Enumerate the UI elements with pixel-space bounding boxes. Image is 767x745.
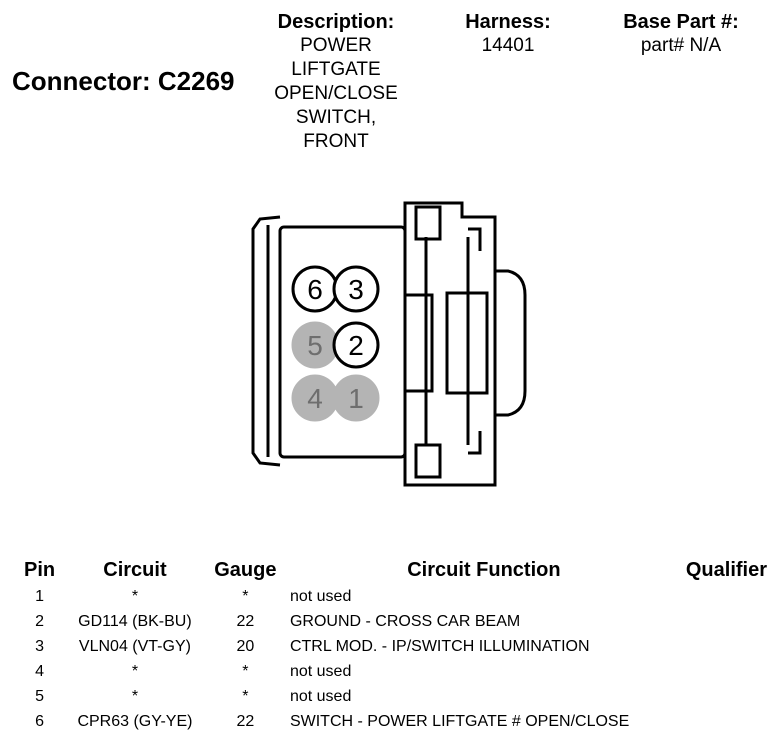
cell-gauge: * xyxy=(242,588,249,605)
pin-number-label: 5 xyxy=(307,330,323,361)
pin-cavity xyxy=(332,374,380,422)
cell-function: not used xyxy=(289,688,352,705)
cell-pin: 3 xyxy=(35,638,45,655)
description-line: LIFTGATE xyxy=(291,59,381,80)
pin-number-label: 4 xyxy=(307,383,323,414)
cell-circuit: CPR63 (GY-YE) xyxy=(77,713,193,730)
cell-qualifier xyxy=(686,584,767,609)
cell-pin: 1 xyxy=(35,588,45,605)
cell-function: SWITCH - POWER LIFTGATE # OPEN/CLOSE xyxy=(289,713,630,730)
harness-label: Harness: xyxy=(465,11,551,33)
table-header-row: Pin Circuit Gauge Circuit Function Quali… xyxy=(18,556,767,584)
harness-block: Harness: 14401 xyxy=(448,10,568,58)
cell-qualifier xyxy=(686,659,767,684)
pin-number-label: 3 xyxy=(348,274,364,305)
pin-number-label: 6 xyxy=(307,274,323,305)
cell-function: GROUND - CROSS CAR BEAM xyxy=(289,613,521,630)
cell-function: CTRL MOD. - IP/SWITCH ILLUMINATION xyxy=(289,638,590,655)
cell-function: not used xyxy=(289,588,352,605)
cell-qualifier xyxy=(686,684,767,709)
cell-gauge: * xyxy=(242,663,249,680)
pin-cavity xyxy=(332,265,380,313)
cell-qualifier xyxy=(686,634,767,659)
cell-circuit: VLN04 (VT-GY) xyxy=(78,638,191,655)
table-row: 6 CPR63 (GY-YE) 22 SWITCH - POWER LIFTGATE … xyxy=(18,709,767,734)
cell-qualifier xyxy=(686,709,767,734)
cell-pin: 5 xyxy=(35,688,45,705)
table-row: 5 * * not used xyxy=(18,684,767,709)
description-line: OPEN/CLOSE xyxy=(274,83,398,104)
cell-pin: 4 xyxy=(35,663,45,680)
connector-title: Connector: C2269 xyxy=(12,66,235,96)
cell-circuit: * xyxy=(131,588,139,605)
column-header-pin: Pin xyxy=(24,559,56,581)
column-header-gauge: Gauge xyxy=(214,559,277,581)
table-row: 3 VLN04 (VT-GY) 20 CTRL MOD. - IP/SWITCH IL… xyxy=(18,634,767,659)
pinout-rows: 1 * * not used 2 GD114 (BK-BU) 22 GROUND - CROS… xyxy=(18,584,767,734)
cell-pin: 6 xyxy=(35,713,45,730)
cell-gauge: * xyxy=(242,688,249,705)
table-row: 2 GD114 (BK-BU) 22 GROUND - CROSS CAR BEAM xyxy=(18,609,767,634)
column-header-qualifier: Qualifier xyxy=(685,559,767,581)
cell-circuit: * xyxy=(131,688,139,705)
description-line: FRONT xyxy=(303,131,369,152)
base-part-value: part# N/A xyxy=(640,35,722,56)
harness-value: 14401 xyxy=(481,35,535,56)
cell-circuit: GD114 (BK-BU) xyxy=(78,613,192,630)
connector-housing xyxy=(251,201,527,487)
base-part-block: Base Part #: part# N/A xyxy=(605,10,757,58)
column-header-circuit: Circuit xyxy=(103,559,167,581)
base-part-label: Base Part #: xyxy=(623,11,739,33)
cell-gauge: 20 xyxy=(236,638,255,655)
pin-number-label: 1 xyxy=(348,383,364,414)
table-row: 1 * * not used xyxy=(18,584,767,609)
pin-cavity xyxy=(332,321,380,369)
pin-number-label: 2 xyxy=(348,330,364,361)
pinout-table: Pin Circuit Gauge Circuit Function Quali… xyxy=(18,556,767,734)
description-line: SWITCH, xyxy=(295,107,377,128)
column-header-function: Circuit Function xyxy=(407,559,561,581)
description-line: POWER xyxy=(300,35,372,56)
description-block: Description: POWER LIFTGATE OPEN/CLOSE S… xyxy=(256,10,416,154)
cell-gauge: 22 xyxy=(236,613,255,630)
cell-pin: 2 xyxy=(35,613,45,630)
cell-function: not used xyxy=(289,663,352,680)
description-label: Description: xyxy=(277,11,395,33)
cell-gauge: 22 xyxy=(236,713,255,730)
cell-circuit: * xyxy=(131,663,139,680)
cell-qualifier xyxy=(686,609,767,634)
table-row: 4 * * not used xyxy=(18,659,767,684)
